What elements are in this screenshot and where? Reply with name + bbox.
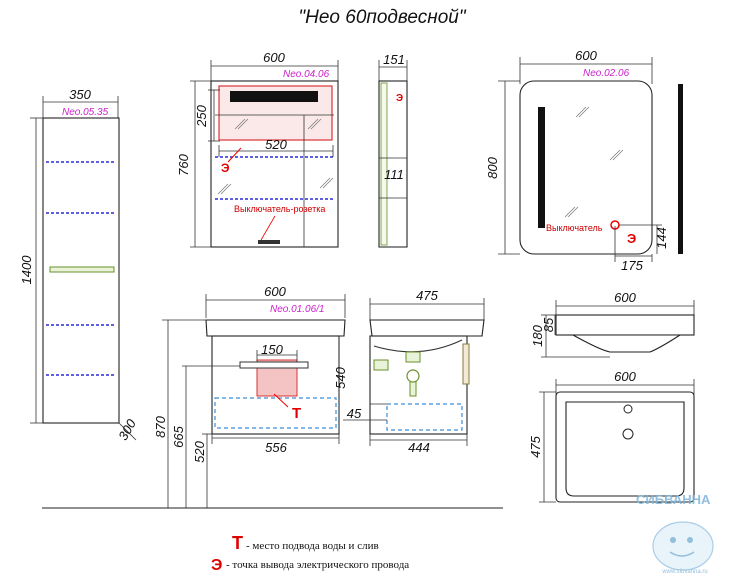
mirror-cabinet-width: 600 (263, 50, 285, 65)
mirror-width: 600 (575, 48, 597, 63)
mirror-cabinet-light (230, 91, 318, 102)
brand-name: СИБВАННА (636, 492, 711, 507)
vanity-mount-height: 665 (171, 425, 186, 447)
mirror-cabinet-side-depth: 151 (383, 52, 405, 67)
pencil-case-view: 350 Neo.05.35 1400 300 (19, 87, 139, 443)
vanity-outlet-width: 150 (261, 342, 283, 357)
mirror-electric-mark: Э (627, 231, 636, 246)
mirror-side-profile (678, 84, 683, 254)
mirror-note: Выключатель (546, 223, 603, 233)
mirror-cabinet-shelf-height: 111 (384, 167, 404, 182)
brand-watermark: СИБВАННА www.sibvanna.ru (636, 492, 714, 575)
vanity-drawer-outline (214, 397, 337, 429)
pencil-case-width: 350 (69, 87, 91, 102)
mirror-led-strip (538, 107, 545, 228)
mirror-offset-y: 144 (654, 227, 669, 249)
vanity-drawer-width: 556 (265, 440, 287, 455)
vanity-side-view: 475 45 444 (343, 288, 485, 455)
mirror-cabinet-side-electric-mark: Э (396, 93, 403, 104)
vanity-sink-top (205, 319, 346, 337)
legend-electric-symbol: Э (211, 557, 222, 574)
mirror-cabinet-view: 600 Neo.04.06 250 760 520 Э Выключатель-… (176, 50, 408, 248)
mirror-cabinet-light-height: 250 (194, 104, 209, 127)
mirror-offset-x: 175 (621, 258, 643, 273)
vanity-width: 600 (264, 284, 286, 299)
vanity-front-view: 600 Neo.01.06/1 150 Т 540 870 665 520 55… (42, 284, 503, 509)
vanity-water-mark: Т (292, 405, 301, 422)
sink-width: 600 (614, 290, 636, 305)
vanity-side-depth: 475 (416, 288, 438, 303)
mirror-cabinet-electric-mark: Э (221, 161, 230, 175)
sink-side-view: 600 180 85 (530, 290, 695, 358)
sink-depth: 475 (528, 435, 543, 457)
mirror-height: 800 (485, 156, 500, 178)
vanity-total-height: 870 (153, 415, 168, 437)
vanity-floor-height: 520 (192, 440, 207, 462)
mirror-cabinet-handle (258, 240, 280, 244)
mirror-cabinet-height: 760 (176, 153, 191, 175)
vanity-drawer-height: 45 (347, 406, 362, 421)
pencil-case-model: Neo.05.35 (62, 107, 109, 118)
vanity-handle (239, 361, 309, 369)
sink-top-view: 600 475 (528, 369, 695, 503)
legend-water-text: - место подвода воды и слив (246, 540, 379, 552)
sink-height-total: 180 (530, 324, 545, 346)
sink-height-top: 85 (541, 317, 556, 332)
mirror-cabinet-note: Выключатель-розетка (234, 204, 325, 214)
pencil-case-handle (49, 266, 115, 273)
mirror-body (519, 80, 653, 255)
pencil-case-height: 1400 (19, 255, 34, 285)
mirror-model: Neo.02.06 (583, 68, 630, 79)
sheet-title: "Нео 60подвесной" (298, 7, 466, 28)
mirror-cabinet-inner-width: 520 (265, 137, 287, 152)
vanity-inner-depth: 444 (408, 440, 430, 455)
brand-site: www.sibvanna.ru (661, 569, 707, 575)
legend-water-symbol: Т (232, 533, 243, 553)
brand-logo-icon (652, 521, 714, 571)
mirror-view: 600 Neo.02.06 Выключатель Э 800 175 144 (485, 48, 683, 273)
legend-electric-text: - точка вывода электрического провода (226, 559, 409, 571)
vanity-model: Neo.01.06/1 (270, 304, 325, 315)
legend: Т - место подвода воды и слив Э - точка … (211, 533, 409, 574)
sink-top-width: 600 (614, 369, 636, 384)
mirror-cabinet-model: Neo.04.06 (283, 69, 330, 80)
vanity-height: 540 (333, 366, 348, 388)
